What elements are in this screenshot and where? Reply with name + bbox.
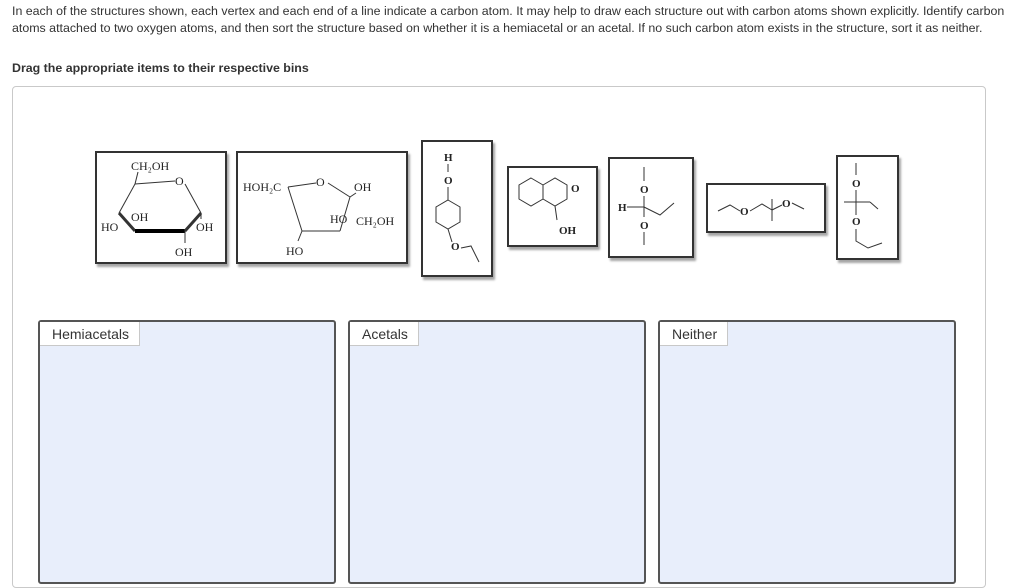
- label-oh-inner: OH: [131, 210, 149, 224]
- label-o: O: [571, 183, 580, 195]
- drag-instructions-heading: Drag the appropriate items to their resp…: [12, 61, 309, 75]
- label-o2: O: [782, 198, 791, 210]
- structure-item-phenol-ether[interactable]: H O O: [421, 140, 493, 277]
- label-o1: O: [740, 206, 749, 218]
- label-h: H: [444, 152, 453, 164]
- bin-neither[interactable]: Neither: [658, 320, 956, 584]
- structure-item-gem-ol[interactable]: O H O: [608, 157, 694, 258]
- structure-item-linear-acetal[interactable]: O O: [706, 183, 826, 233]
- label-o-bottom: O: [640, 220, 649, 232]
- structure-item-furanose[interactable]: HOH₂C O OH HO CH₂OH HO: [236, 151, 408, 264]
- structure-item-isochromanol[interactable]: O OH: [507, 166, 598, 247]
- label-ring-o: O: [316, 175, 325, 189]
- label-o-top: O: [640, 184, 649, 196]
- label-h: H: [618, 202, 627, 214]
- label-o-bottom: O: [451, 241, 460, 253]
- instructions-text: In each of the structures shown, each ve…: [12, 4, 1005, 35]
- bin-label-neither: Neither: [660, 322, 729, 346]
- structure-item-glucopyranose[interactable]: CH₂OH O HO OH OH OH: [95, 151, 227, 264]
- label-oh-right: OH: [196, 220, 214, 234]
- label-o1: O: [852, 178, 861, 190]
- label-ch2oh: CH₂OH: [356, 214, 395, 228]
- bin-label-hemiacetals: Hemiacetals: [40, 322, 141, 346]
- label-ho-inner: HO: [330, 212, 348, 226]
- bin-label-acetals: Acetals: [350, 322, 419, 346]
- label-ring-o: O: [175, 174, 184, 188]
- label-oh-bottom: OH: [175, 245, 193, 259]
- label-o2: O: [852, 216, 861, 228]
- label-oh: OH: [559, 225, 577, 237]
- label-hoh2c: HOH₂C: [243, 180, 281, 194]
- bin-acetals[interactable]: Acetals: [348, 320, 646, 584]
- label-o-top: O: [444, 175, 453, 187]
- structure-item-vertical-acetal[interactable]: O O: [836, 155, 899, 260]
- bin-hemiacetals[interactable]: Hemiacetals: [38, 320, 336, 584]
- label-ch2oh: CH₂OH: [131, 159, 170, 173]
- label-ho-bottom: HO: [286, 244, 304, 258]
- label-oh-top: OH: [354, 180, 372, 194]
- label-ho-left: HO: [101, 220, 119, 234]
